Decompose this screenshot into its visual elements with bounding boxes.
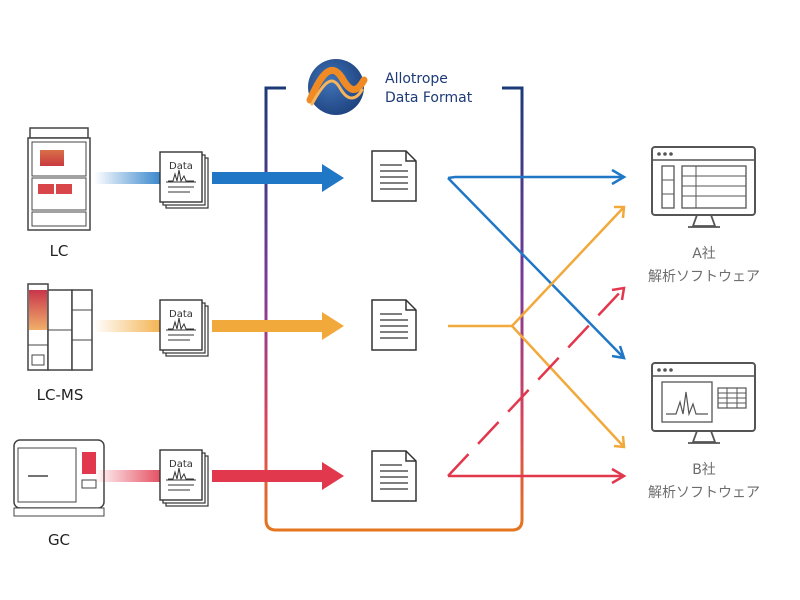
lc-allotrope-document-icon (371, 150, 417, 202)
lc-ms-data-flow (94, 320, 162, 332)
data-icon-label: Data (169, 459, 193, 470)
lc-data-flow (94, 172, 162, 184)
format-name-line2: Data Format (385, 90, 473, 106)
software-a-company: A社 (692, 246, 716, 262)
instrument-label-lc: LC (50, 242, 69, 260)
lc-ms-allotrope-document-icon (371, 299, 417, 351)
software-b-company: B社 (692, 462, 716, 478)
allotrope-bracket (264, 86, 524, 532)
format-name-line1: Allotrope (385, 71, 448, 87)
allotrope-logo-icon (306, 59, 368, 115)
lc-ms-instrument-icon (27, 283, 93, 371)
lc-instrument-icon (27, 127, 91, 231)
gc-allotrope-document-icon (371, 450, 417, 502)
lc-ms-conversion-arrow (212, 312, 344, 340)
gc-routing-lines (447, 286, 627, 485)
lc-data-stack-icon: Data (159, 151, 209, 209)
software-a-label: 解析ソフトウェア (648, 269, 760, 285)
lc-ms-routing-lines (448, 205, 626, 449)
gc-data-stack-icon: Data (159, 449, 209, 507)
lc-ms-data-stack-icon: Data (159, 299, 209, 357)
data-icon-label: Data (169, 161, 193, 172)
instrument-label-gc: GC (48, 531, 70, 549)
instrument-label-lc-ms: LC-MS (37, 386, 84, 404)
lc-conversion-arrow (212, 164, 344, 192)
gc-instrument-icon (13, 439, 105, 517)
data-icon-label: Data (169, 309, 193, 320)
lc-routing-lines (447, 168, 627, 360)
software-a-monitor-icon (651, 146, 756, 228)
software-b-label: 解析ソフトウェア (648, 485, 760, 501)
gc-conversion-arrow (212, 462, 344, 490)
gc-data-flow (94, 470, 162, 482)
software-b-monitor-icon (651, 362, 756, 444)
